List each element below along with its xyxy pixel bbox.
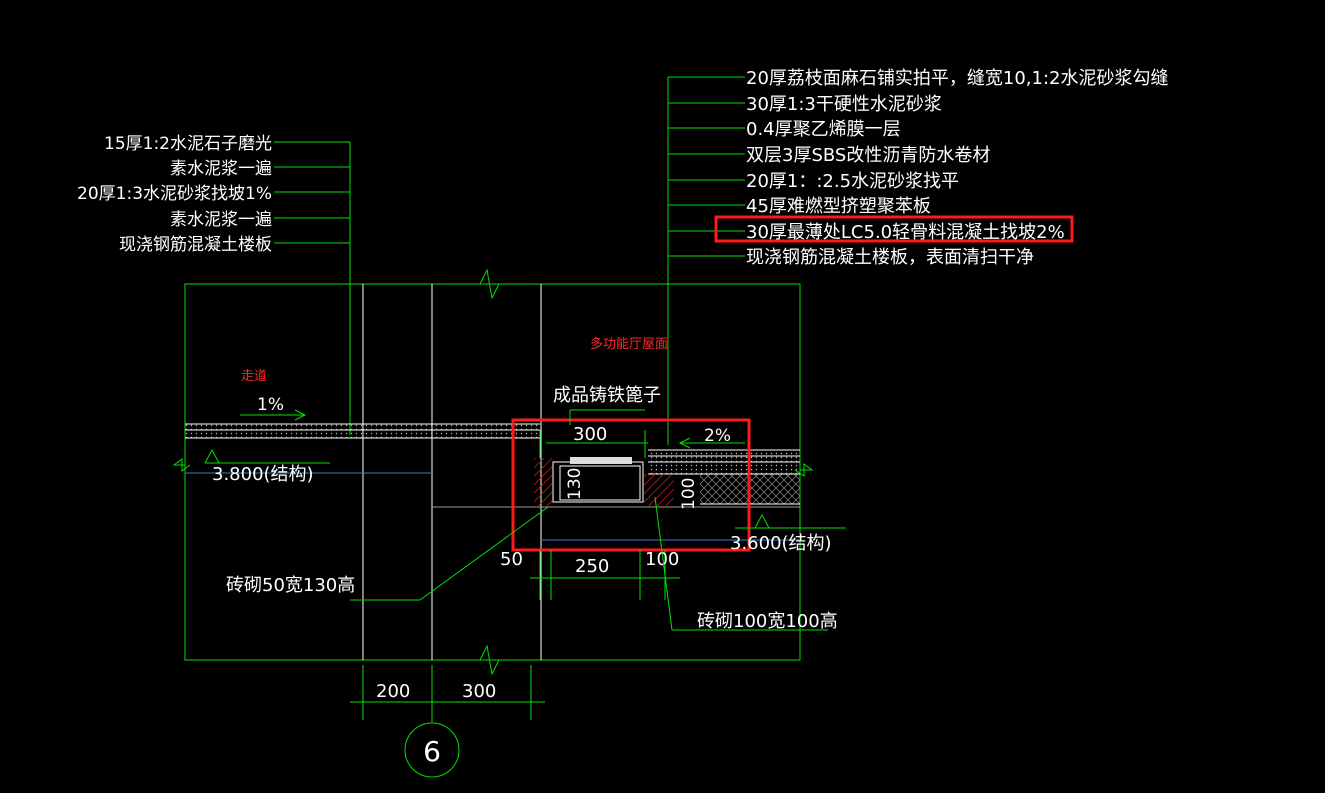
brick-left-label: 砖砌50宽130高	[226, 575, 355, 596]
axis-bubble: 6	[404, 702, 460, 778]
elevation-right: 3.600(结构)	[730, 513, 846, 554]
highlight-box-trench	[511, 418, 751, 552]
right-note: 30厚1:3干硬性水泥砂浆	[746, 94, 942, 115]
left-note: 素水泥浆一遍	[170, 159, 272, 179]
brick-wall-right	[644, 474, 674, 506]
elevation-right-label: 3.600(结构)	[730, 533, 832, 554]
elevation-left-label: 3.800(结构)	[212, 464, 314, 485]
elevation-left: 3.800(结构)	[204, 448, 330, 485]
dim-50: 50	[500, 549, 523, 570]
right-notes-leader	[667, 76, 745, 445]
dim-100-horizontal: 100	[645, 549, 679, 570]
brick-wall-left	[534, 458, 552, 506]
drain-trench	[534, 430, 674, 506]
brick-right-label: 砖砌100宽100高	[697, 611, 838, 632]
right-note: 30厚最薄处LC5.0轻骨料混凝土找坡2%	[746, 222, 1065, 243]
left-note: 15厚1:2水泥石子磨光	[104, 134, 272, 154]
dim-250: 250	[575, 556, 609, 577]
left-notes-text: 15厚1:2水泥石子磨光 素水泥浆一遍 20厚1:3水泥砂浆找坡1% 素水泥浆一…	[77, 134, 272, 255]
slope-right-label: 2%	[704, 426, 731, 446]
grate-label: 成品铸铁篦子	[553, 385, 661, 406]
dim-300-top: 300	[573, 424, 607, 445]
dim-200: 200	[376, 681, 410, 702]
corridor-floor-layers	[185, 423, 540, 474]
bottom-dimensions: 200 300	[350, 665, 545, 720]
hall-roof-label: 多功能厅屋面	[590, 336, 668, 352]
cast-iron-grate	[570, 457, 632, 464]
right-note: 现浇钢筋混凝土楼板，表面清扫干净	[746, 247, 1034, 268]
dim-100-vertical: 100	[679, 478, 699, 510]
slope-right: 2%	[678, 426, 745, 449]
right-note: 20厚1：:2.5水泥砂浆找平	[746, 171, 959, 192]
slope-left: 1%	[240, 395, 307, 421]
left-note: 素水泥浆一遍	[170, 210, 272, 230]
slope-left-label: 1%	[257, 395, 284, 415]
trench-dimensions: 300 130 100 50 250 100	[500, 424, 699, 600]
dim-300-bottom: 300	[462, 681, 496, 702]
right-notes-text: 20厚荔枝面麻石铺实拍平，缝宽10,1:2水泥砂浆勾缝 30厚1:3干硬性水泥砂…	[746, 68, 1169, 268]
dim-130: 130	[565, 468, 585, 500]
axis-label: 6	[423, 735, 441, 768]
right-note: 0.4厚聚乙烯膜一层	[746, 119, 901, 140]
brick-right-leader: 砖砌100宽100高	[654, 496, 838, 632]
right-note: 45厚难燃型挤塑聚苯板	[746, 196, 931, 217]
left-note: 现浇钢筋混凝土楼板	[119, 235, 272, 255]
brick-left-leader: 砖砌50宽130高	[226, 506, 549, 601]
left-notes-leader	[274, 141, 351, 435]
corridor-label: 走道	[241, 369, 267, 384]
right-note: 双层3厚SBS改性沥青防水卷材	[746, 145, 990, 166]
right-note: 20厚荔枝面麻石铺实拍平，缝宽10,1:2水泥砂浆勾缝	[746, 68, 1169, 89]
left-note: 20厚1:3水泥砂浆找坡1%	[77, 184, 272, 204]
highlight-box-note	[714, 215, 1074, 243]
grate-leader: 成品铸铁篦子	[553, 385, 661, 425]
